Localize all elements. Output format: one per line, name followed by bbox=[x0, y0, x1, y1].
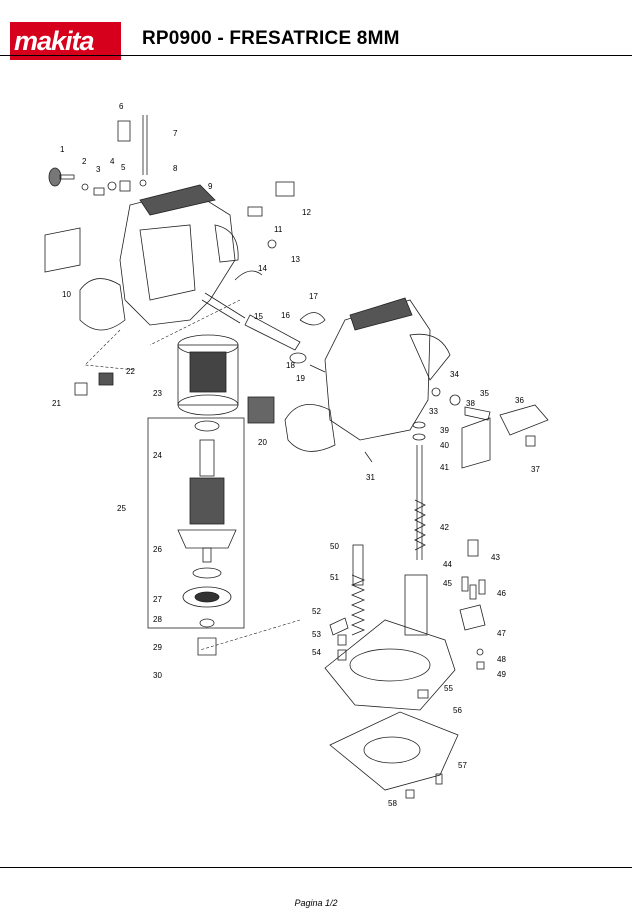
part-label: 42 bbox=[440, 523, 449, 532]
part-label: 41 bbox=[440, 463, 449, 472]
part-label: 14 bbox=[258, 264, 267, 273]
part-label: 34 bbox=[450, 370, 459, 379]
part-label: 4 bbox=[110, 157, 115, 166]
page-number: Pagina 1/2 bbox=[294, 898, 338, 908]
part-label: 15 bbox=[254, 312, 263, 321]
part-label: 37 bbox=[531, 465, 540, 474]
armature bbox=[177, 439, 237, 563]
part-label: 20 bbox=[258, 438, 267, 447]
part-label: 54 bbox=[312, 648, 321, 657]
part-label: 17 bbox=[309, 292, 318, 301]
part-label: 2 bbox=[82, 157, 87, 166]
router-base bbox=[324, 574, 456, 711]
part-label: 25 bbox=[117, 504, 126, 513]
part-label: 26 bbox=[153, 545, 162, 554]
part-label: 6 bbox=[119, 102, 124, 111]
motor-housing-right bbox=[284, 297, 451, 452]
part-label: 58 bbox=[388, 799, 397, 808]
part-label: 30 bbox=[153, 671, 162, 680]
part-label: 35 bbox=[480, 389, 489, 398]
part-label: 48 bbox=[497, 655, 506, 664]
part-label: 40 bbox=[440, 441, 449, 450]
part-label: 33 bbox=[429, 407, 438, 416]
part-label: 36 bbox=[515, 396, 524, 405]
part-label: 38 bbox=[466, 399, 475, 408]
part-label: 19 bbox=[296, 374, 305, 383]
part-label: 46 bbox=[497, 589, 506, 598]
part-label: 29 bbox=[153, 643, 162, 652]
part-label: 7 bbox=[173, 129, 178, 138]
part-label: 31 bbox=[366, 473, 375, 482]
footer-divider bbox=[0, 867, 632, 868]
part-label: 50 bbox=[330, 542, 339, 551]
part-label: 24 bbox=[153, 451, 162, 460]
part-label: 49 bbox=[497, 670, 506, 679]
part-label: 3 bbox=[96, 165, 101, 174]
header-divider bbox=[0, 55, 632, 56]
part-label: 45 bbox=[443, 579, 452, 588]
part-label: 52 bbox=[312, 607, 321, 616]
brand-text: makita bbox=[14, 26, 95, 56]
part-label: 53 bbox=[312, 630, 321, 639]
part-label: 56 bbox=[453, 706, 462, 715]
part-label: 10 bbox=[62, 290, 71, 299]
part-label: 51 bbox=[330, 573, 339, 582]
part-label: 16 bbox=[281, 311, 290, 320]
part-label: 9 bbox=[208, 182, 213, 191]
armature-group-box bbox=[147, 417, 245, 629]
part-label: 18 bbox=[286, 361, 295, 370]
makita-logo: makita bbox=[10, 22, 121, 60]
part-label: 5 bbox=[121, 163, 126, 172]
exploded-parts-diagram: 1 2 3 4 5 6 7 8 9 10 11 12 13 14 15 16 1… bbox=[44, 102, 549, 808]
part-label: 11 bbox=[274, 225, 283, 234]
part-label: 13 bbox=[291, 255, 300, 264]
part-label: 8 bbox=[173, 164, 178, 173]
part-label: 23 bbox=[153, 389, 162, 398]
part-label: 47 bbox=[497, 629, 506, 638]
part-label: 44 bbox=[443, 560, 452, 569]
part-label: 43 bbox=[491, 553, 500, 562]
part-labels: 1 2 3 4 5 6 7 8 9 10 11 12 13 14 15 16 1… bbox=[52, 102, 540, 808]
part-label: 1 bbox=[60, 145, 65, 154]
part-label: 22 bbox=[126, 367, 135, 376]
part-label: 57 bbox=[458, 761, 467, 770]
leader-lines bbox=[84, 299, 301, 651]
motor-housing-left bbox=[79, 184, 239, 331]
part-label: 39 bbox=[440, 426, 449, 435]
stator bbox=[177, 334, 239, 416]
part-label: 28 bbox=[153, 615, 162, 624]
part-label: 27 bbox=[153, 595, 162, 604]
part-label: 12 bbox=[302, 208, 311, 217]
page-title: RP0900 - FRESATRICE 8MM bbox=[142, 28, 400, 49]
part-label: 55 bbox=[444, 684, 453, 693]
part-label: 21 bbox=[52, 399, 61, 408]
